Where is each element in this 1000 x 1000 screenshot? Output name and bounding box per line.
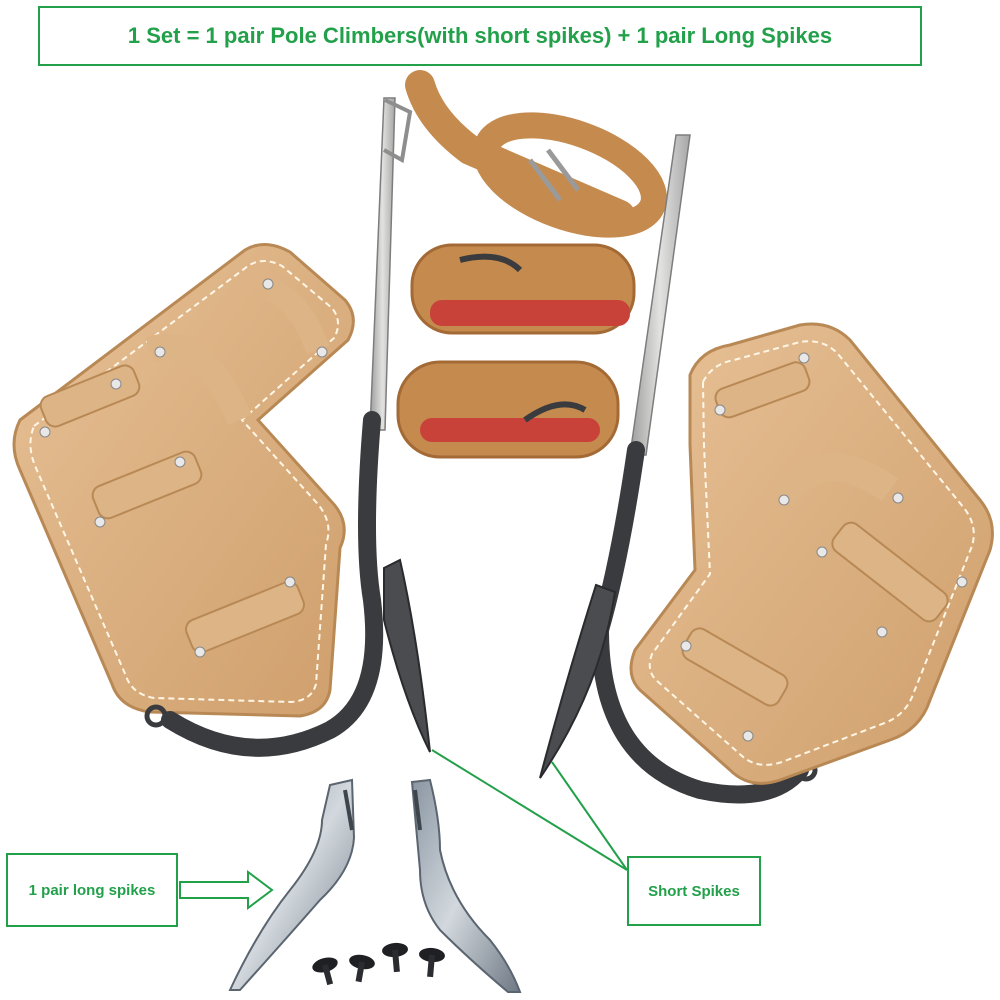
title-text: 1 Set = 1 pair Pole Climbers(with short …: [127, 23, 833, 48]
short-spikes-pointers: [431, 749, 628, 871]
short-spikes-text: Short Spikes: [648, 882, 740, 900]
title-banner: 1 Set = 1 pair Pole Climbers(with short …: [38, 6, 922, 66]
left-climber-frame: [144, 97, 413, 757]
left-short-spike: [383, 558, 431, 753]
long-spikes-text: 1 pair long spikes: [28, 881, 156, 899]
left-leather-pad: [12, 243, 355, 718]
right-short-spike: [539, 583, 617, 779]
long-spikes-label: 1 pair long spikes: [6, 853, 178, 927]
climber-straps: [396, 70, 667, 459]
spike-screws: [312, 942, 445, 986]
short-spikes-label: Short Spikes: [627, 856, 761, 926]
long-spikes-arrow: [179, 870, 274, 910]
long-spikes-pair: [228, 778, 522, 993]
right-leather-pad: [629, 322, 994, 785]
